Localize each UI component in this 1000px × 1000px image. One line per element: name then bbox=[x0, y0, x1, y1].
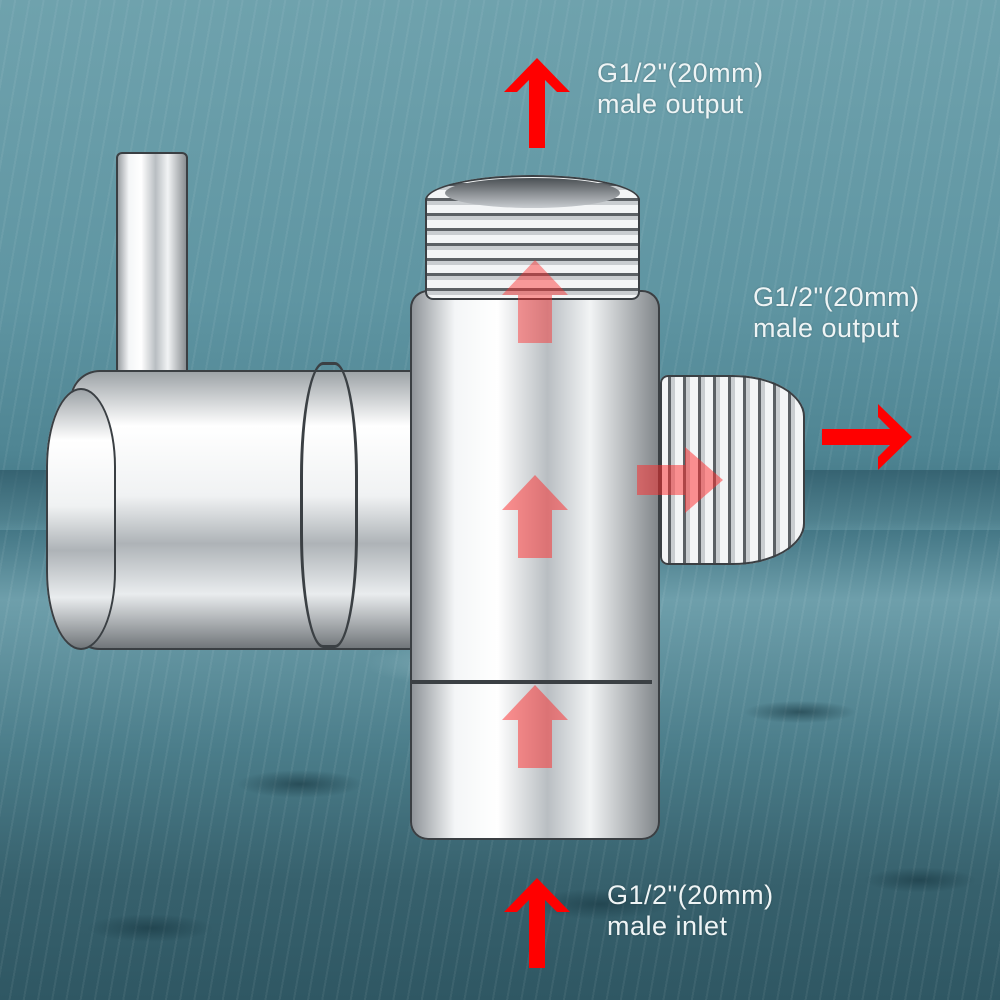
side-output-label: G1/2"(20mm) male output bbox=[753, 282, 920, 344]
internal-arrow-up-icon bbox=[502, 260, 568, 343]
top-output-label: G1/2"(20mm) male output bbox=[597, 58, 764, 120]
top-output-type: male output bbox=[597, 89, 744, 119]
bottom-inlet-size: G1/2"(20mm) bbox=[607, 880, 774, 910]
bottom-inlet-type: male inlet bbox=[607, 911, 728, 941]
bottom-inlet-seam bbox=[410, 680, 652, 684]
arrow-up-icon bbox=[504, 878, 570, 968]
top-output-size: G1/2"(20mm) bbox=[597, 58, 764, 88]
valve-collar-ring bbox=[300, 362, 358, 648]
valve-lever bbox=[116, 152, 188, 392]
side-output-type: male output bbox=[753, 313, 900, 343]
arrow-right-icon bbox=[822, 404, 912, 470]
bottom-inlet-label: G1/2"(20mm) male inlet bbox=[607, 880, 774, 942]
internal-arrow-right-icon bbox=[637, 447, 723, 513]
internal-arrow-up-icon bbox=[502, 475, 568, 558]
internal-arrow-up-icon bbox=[502, 685, 568, 768]
top-outlet-opening bbox=[445, 178, 620, 208]
side-output-size: G1/2"(20mm) bbox=[753, 282, 920, 312]
arrow-up-icon bbox=[504, 58, 570, 148]
valve-end-cap bbox=[46, 388, 116, 650]
